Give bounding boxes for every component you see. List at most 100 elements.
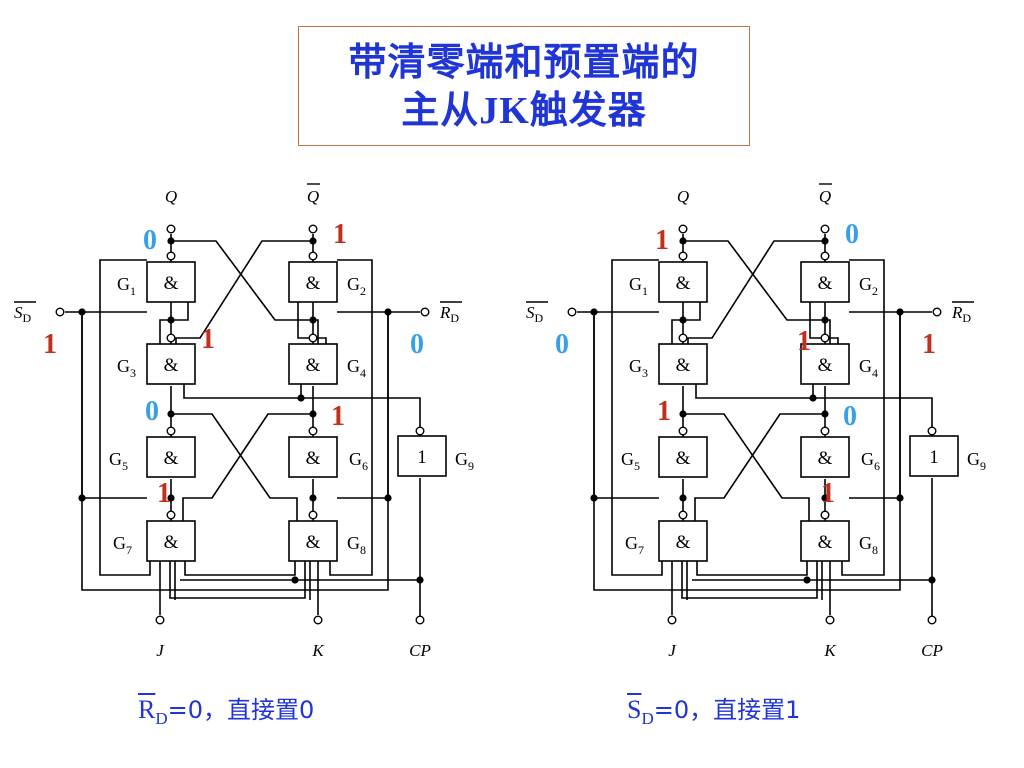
wire (593, 312, 659, 499)
inversion-bubble (166, 333, 176, 343)
wire (683, 413, 810, 521)
terminal (155, 615, 165, 625)
inversion-bubble (678, 426, 688, 436)
state-g7-input: 1 (157, 478, 171, 509)
wire (683, 240, 831, 344)
inversion-bubble (166, 510, 176, 520)
label-qbar: Q (819, 187, 831, 206)
gate-g1 (146, 261, 196, 303)
gate-g7-symbol: & (164, 532, 179, 553)
junction-dot (384, 308, 392, 316)
gate-g3-symbol: & (676, 355, 691, 376)
inversion-bubble (820, 251, 830, 261)
wire (687, 240, 825, 344)
inversion-bubble (678, 333, 688, 343)
junction-dot (679, 494, 687, 502)
junction-dot (309, 316, 317, 324)
gate-g2-symbol: & (818, 273, 833, 294)
gate-g9-symbol: 1 (929, 447, 939, 468)
gate-g4-symbol: & (306, 355, 321, 376)
inversion-bubble (820, 510, 830, 520)
junction-dot (309, 237, 317, 245)
state-g8-input: 1 (821, 478, 835, 509)
gate-g7 (658, 520, 708, 562)
state-g1-out: 1 (201, 324, 215, 355)
state-sd: 1 (43, 329, 57, 360)
junction-dot (590, 494, 598, 502)
title-box: 带清零端和预置端的 主从JK触发器 (298, 26, 750, 146)
label-rd: RD (439, 303, 459, 325)
label-sd: SD (526, 303, 544, 325)
junction-dot (821, 316, 829, 324)
caption-left-text: =0，直接置0 (167, 696, 315, 724)
label-q: Q (677, 187, 689, 206)
junction-dot (821, 237, 829, 245)
terminal (415, 615, 425, 625)
wire (182, 413, 313, 521)
gate-label-g8: G8 (859, 533, 878, 557)
state-g5-input: 1 (657, 396, 671, 427)
gate-g4-symbol: & (818, 355, 833, 376)
label-k: K (311, 641, 325, 660)
state-rd: 1 (922, 329, 936, 360)
terminal (932, 307, 942, 317)
state-g5-input: 0 (145, 396, 159, 427)
junction-dot (679, 237, 687, 245)
terminal (166, 224, 176, 234)
inversion-bubble (678, 251, 688, 261)
gate-label-g9: G9 (967, 449, 986, 473)
inversion-bubble (308, 426, 318, 436)
gate-g9 (909, 435, 959, 477)
gate-g1 (658, 261, 708, 303)
label-j: J (156, 641, 165, 660)
terminal (420, 307, 430, 317)
gate-g9-symbol: 1 (417, 447, 427, 468)
wire (695, 384, 933, 430)
wire (171, 413, 298, 521)
gate-g4 (800, 343, 850, 385)
wire (81, 312, 147, 499)
state-rd: 0 (410, 329, 424, 360)
gate-g2 (800, 261, 850, 303)
gate-g5 (658, 436, 708, 478)
gate-g6-symbol: & (306, 448, 321, 469)
junction-dot (679, 316, 687, 324)
terminal (825, 615, 835, 625)
label-cp: CP (921, 641, 943, 660)
gate-label-g7: G7 (625, 533, 644, 557)
gate-label-g6: G6 (861, 449, 880, 473)
gate-label-g4: G4 (347, 356, 366, 380)
gate-g6-symbol: & (818, 448, 833, 469)
junction-dot (679, 410, 687, 418)
inversion-bubble (166, 251, 176, 261)
inversion-bubble (820, 333, 830, 343)
title-line-2: 主从JK触发器 (401, 86, 647, 135)
caption-left: RD=0，直接置0 (138, 690, 314, 730)
gate-g6 (288, 436, 338, 478)
state-q: 0 (143, 225, 157, 256)
wire (175, 240, 313, 344)
gate-g5-symbol: & (164, 448, 179, 469)
gate-g3 (658, 343, 708, 385)
gate-label-g6: G6 (349, 449, 368, 473)
gate-g8-symbol: & (306, 532, 321, 553)
gate-label-g5: G5 (621, 449, 640, 473)
gate-g2-symbol: & (306, 273, 321, 294)
title-line-1: 带清零端和预置端的 (348, 39, 700, 84)
junction-dot (291, 576, 299, 584)
caption-right-text: =0，直接置1 (653, 696, 801, 724)
label-sd: SD (14, 303, 32, 325)
state-g6-input: 0 (843, 401, 857, 432)
wire (696, 561, 808, 576)
inversion-bubble (678, 510, 688, 520)
label-j: J (668, 641, 677, 660)
gate-label-g8: G8 (347, 533, 366, 557)
state-qbar: 0 (845, 219, 859, 250)
junction-dot (167, 494, 175, 502)
junction-dot (821, 410, 829, 418)
terminal (55, 307, 65, 317)
inversion-bubble (166, 426, 176, 436)
